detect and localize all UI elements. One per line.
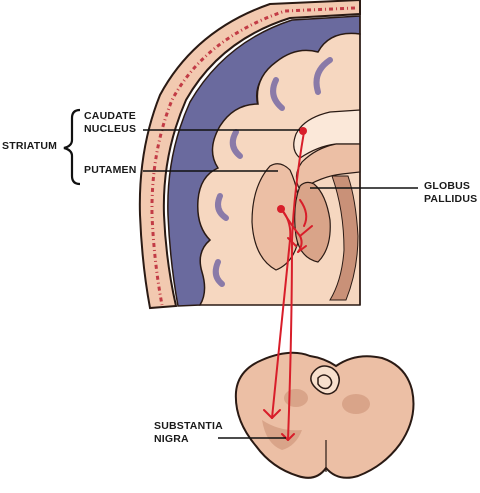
globus-label-line2: PALLIDUS (424, 193, 478, 205)
nigrostriatal-pathway (263, 131, 313, 441)
caudate-label-line2: NUCLEUS (84, 123, 137, 135)
caudate-label-line1: CAUDATE (84, 110, 136, 122)
pathway-branch-b (297, 245, 307, 253)
pathway-nigra-branch-4 (287, 433, 295, 441)
pathway-fiber-4 (299, 199, 308, 227)
globus-pallidus-label: GLOBUS PALLIDUS (424, 180, 477, 206)
globus-label-line1: GLOBUS (424, 180, 471, 192)
pathway-branch-a (299, 225, 313, 237)
midbrain-section (234, 351, 415, 479)
substantia-label-line2: NIGRA (154, 433, 189, 445)
skull-pattern (150, 6, 356, 306)
caudate-nucleus-label: CAUDATE NUCLEUS (84, 110, 136, 136)
pathway-nigra-branch-1 (263, 409, 273, 419)
lateral-ventricle (293, 109, 361, 159)
striatum-label: STRIATUM (2, 140, 58, 152)
substantia-label-line1: SUBSTANTIA (154, 420, 223, 432)
skull-band (138, 0, 361, 310)
pathway-node-putamen (277, 205, 285, 213)
putamen-label: PUTAMEN (84, 164, 137, 176)
substantia-nigra-label: SUBSTANTIA NIGRA (154, 420, 223, 446)
leader-lines (143, 129, 418, 439)
brain-coronal-section (138, 0, 361, 310)
pathway-nigra-branch-3 (281, 433, 289, 441)
aqueduct-inner (317, 374, 333, 390)
red-nucleus-right (342, 394, 370, 414)
pathway-nigra-branch-2 (271, 409, 281, 419)
red-nucleus-left (284, 389, 308, 407)
striatum-brace (63, 108, 81, 186)
cerebral-aqueduct (310, 365, 340, 395)
gyrus-folds (212, 57, 333, 287)
pathway-node-caudate (299, 127, 307, 135)
pathway-fiber-1 (287, 131, 305, 441)
putamen-region (251, 163, 301, 271)
internal-capsule (329, 175, 359, 301)
pathway-branch-c (287, 237, 297, 247)
